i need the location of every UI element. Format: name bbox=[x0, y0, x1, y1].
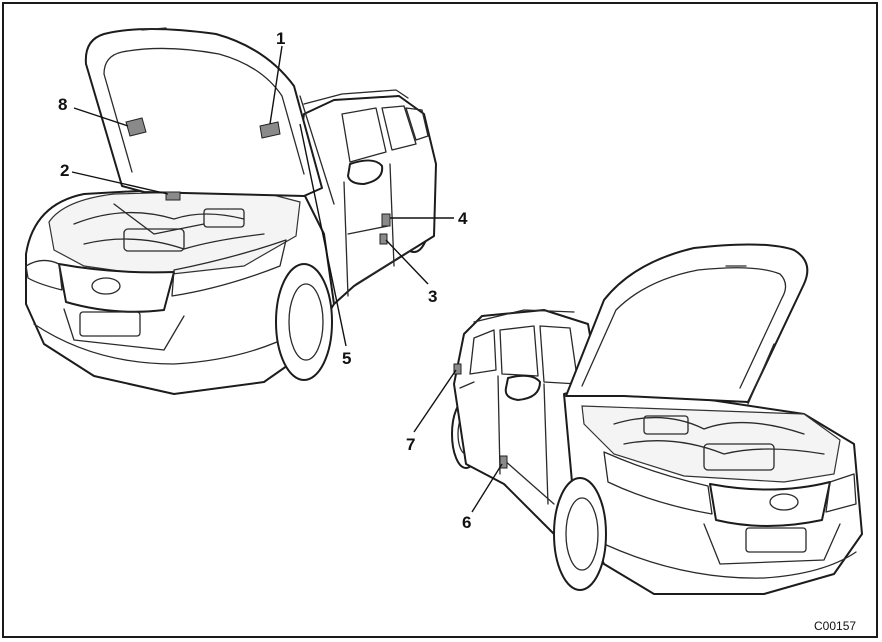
callout-5: 5 bbox=[342, 349, 351, 368]
label-patch-7 bbox=[453, 363, 462, 375]
leader-line-6 bbox=[471, 463, 503, 513]
label-patch-2 bbox=[165, 191, 181, 201]
label-patch-6 bbox=[499, 455, 508, 469]
label-patch-8 bbox=[125, 117, 147, 137]
callout-6: 6 bbox=[462, 513, 471, 532]
label-patch-1 bbox=[259, 121, 281, 139]
callout-4: 4 bbox=[458, 209, 468, 228]
leader-line-2 bbox=[71, 171, 169, 195]
leader-line-7 bbox=[413, 369, 457, 433]
vehicle-label-locations-diagram: 1 2 3 4 5 6 7 8 C00157 bbox=[25, 27, 863, 633]
label-patch-4 bbox=[381, 213, 391, 227]
callout-3: 3 bbox=[428, 287, 437, 306]
figure-code: C00157 bbox=[814, 619, 856, 633]
label-patch-3 bbox=[379, 233, 388, 245]
leader-line-5 bbox=[299, 123, 347, 347]
callout-7: 7 bbox=[406, 435, 415, 454]
callout-1: 1 bbox=[276, 29, 285, 48]
callout-2: 2 bbox=[60, 161, 69, 180]
leader-line-8 bbox=[73, 107, 129, 127]
left-car bbox=[25, 27, 437, 395]
leader-line-3 bbox=[385, 239, 429, 285]
leader-line-1 bbox=[269, 45, 283, 125]
right-car bbox=[451, 243, 863, 595]
callout-8: 8 bbox=[58, 95, 67, 114]
